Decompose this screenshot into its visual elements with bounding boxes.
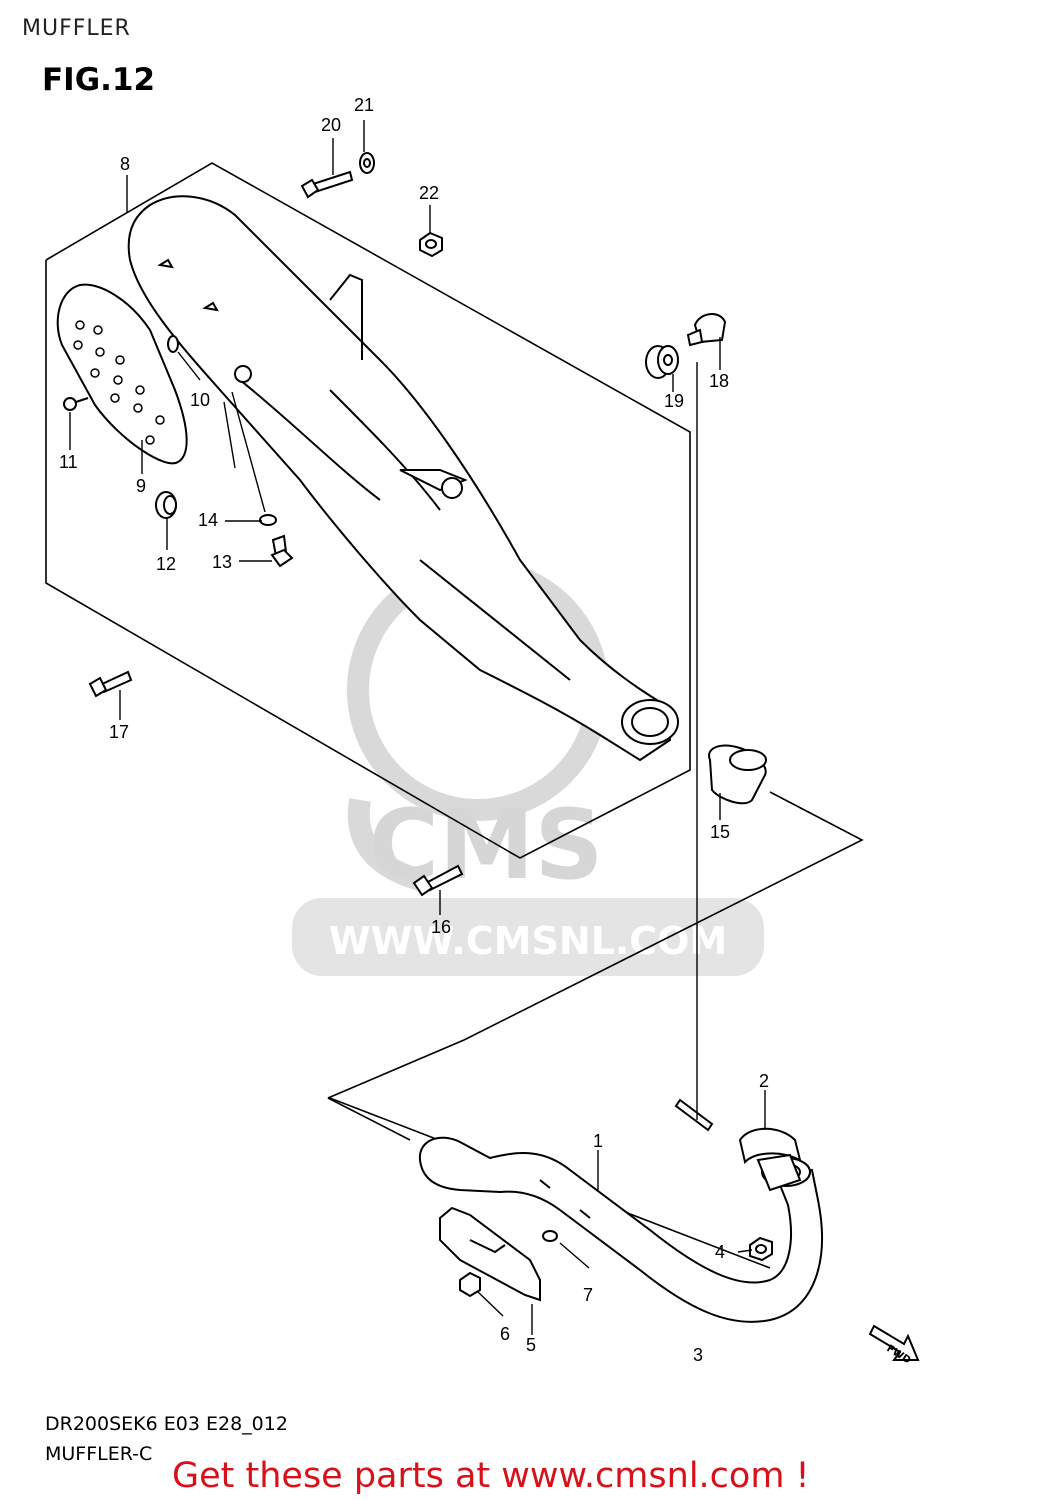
stud-3 (674, 1098, 714, 1132)
collar-10 (167, 335, 179, 353)
callout-17: 17 (109, 722, 129, 742)
washer-14 (259, 514, 277, 526)
washer-7 (542, 1230, 558, 1242)
watermark-url: WWW.CMSNL.COM (329, 919, 728, 963)
callout-6: 6 (500, 1324, 510, 1344)
callout-18: 18 (709, 371, 729, 391)
exhaust-pipe-group-outline (327, 791, 864, 1269)
watermark-brand: CMS (368, 789, 603, 901)
diagram-code: DR200SEK6 E03 E28_012 (45, 1413, 288, 1435)
callout-16: 16 (431, 917, 451, 937)
collar-12 (155, 491, 177, 519)
callout-7: 7 (583, 1285, 593, 1305)
heat-shield (56, 283, 188, 465)
muffler-body (127, 195, 679, 762)
section-title: MUFFLER (22, 16, 131, 41)
screw-11 (63, 397, 89, 411)
leader-lines (69, 120, 766, 1335)
muffler-group-outline (45, 162, 691, 859)
nut-6 (459, 1271, 481, 1298)
callout-1: 1 (593, 1131, 603, 1151)
grommet-19 (645, 345, 679, 379)
bolt-13 (270, 534, 294, 568)
callout-numbers: 8 20 21 22 18 19 10 11 9 14 12 13 17 15 … (59, 95, 769, 1365)
gasket-15 (708, 744, 767, 805)
cms-watermark: CMS WWW.CMSNL.COM (292, 559, 764, 976)
fwd-arrow-icon: FWD (868, 1324, 920, 1366)
callout-20: 20 (321, 115, 341, 135)
callout-2: 2 (759, 1071, 769, 1091)
callout-22: 22 (419, 183, 439, 203)
callout-15: 15 (710, 822, 730, 842)
callout-5: 5 (526, 1335, 536, 1355)
nut-4 (749, 1236, 773, 1262)
diagram-name: MUFFLER-C (45, 1443, 153, 1465)
clamp-2 (738, 1127, 802, 1192)
bolt-16 (412, 864, 464, 897)
callout-11: 11 (59, 452, 78, 472)
bolt-18 (686, 313, 727, 347)
callout-12: 12 (156, 554, 176, 574)
bolt-17 (88, 670, 133, 698)
nut-22 (419, 231, 443, 258)
callout-4: 4 (715, 1242, 725, 1262)
washer-21 (359, 152, 375, 174)
callout-9: 9 (136, 476, 146, 496)
callout-10: 10 (190, 390, 210, 410)
callout-3: 3 (693, 1345, 703, 1365)
callout-14: 14 (198, 510, 218, 530)
promo-link[interactable]: Get these parts at www.cmsnl.com ! (172, 1456, 810, 1496)
callout-8: 8 (120, 154, 130, 174)
callout-13: 13 (212, 552, 232, 572)
figure-label: FIG.12 (42, 62, 156, 98)
callout-19: 19 (664, 391, 684, 411)
protector-5 (439, 1206, 541, 1302)
callout-21: 21 (354, 95, 374, 115)
bolt-20 (300, 170, 354, 199)
